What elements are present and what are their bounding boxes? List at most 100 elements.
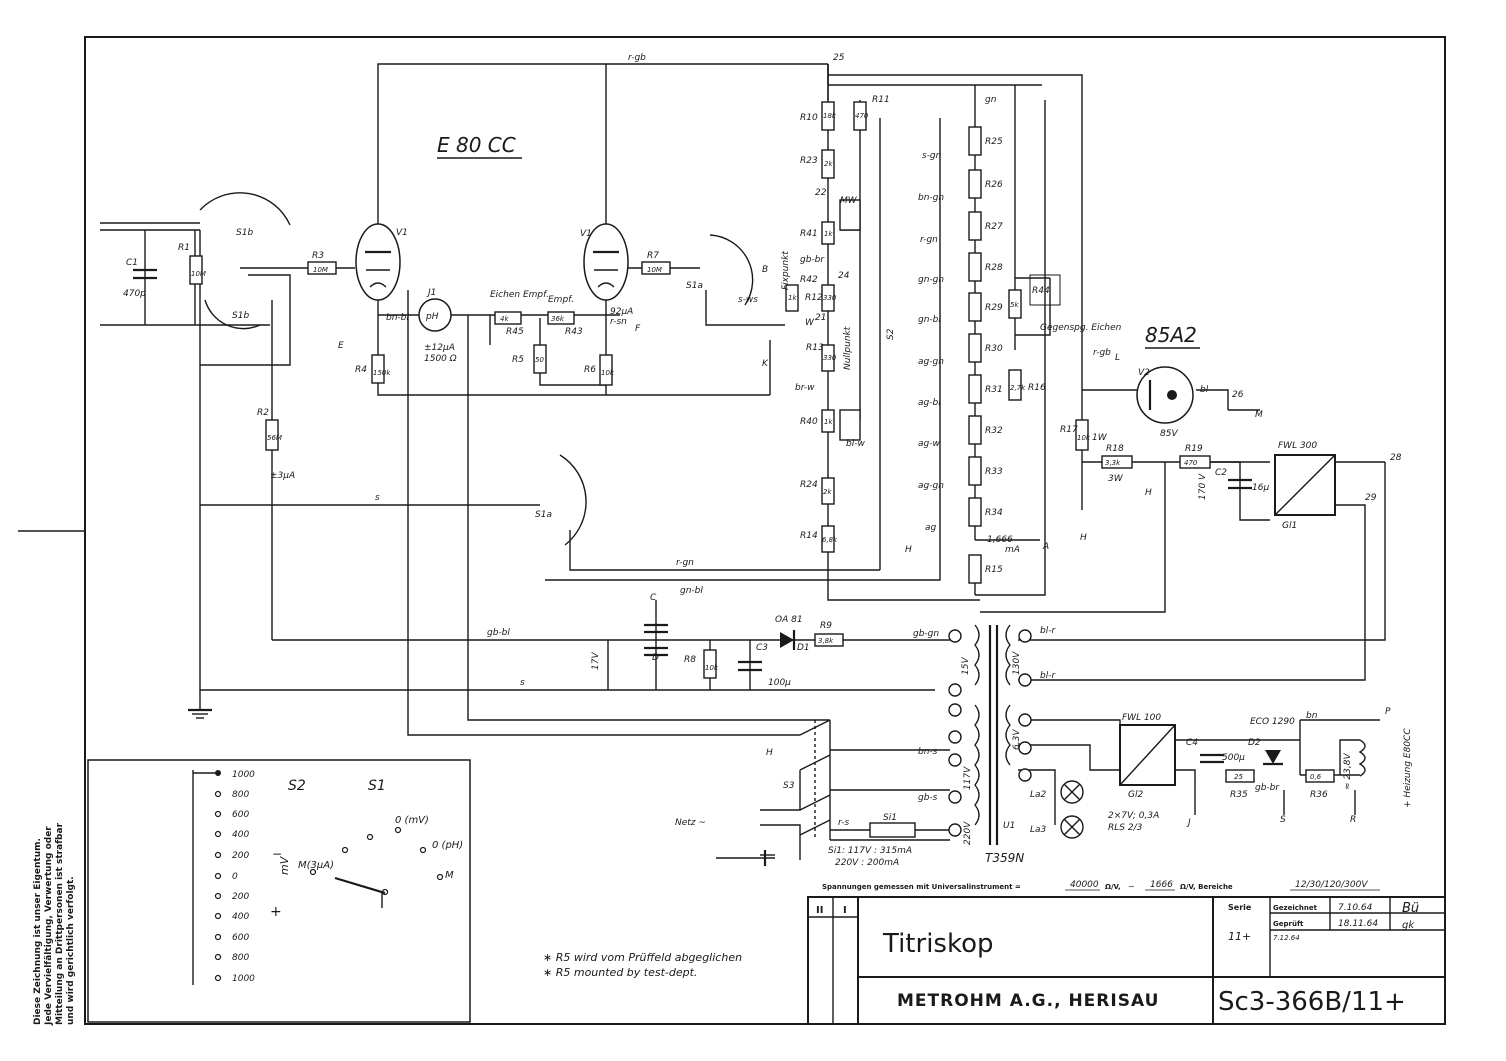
serie-value: 11+ bbox=[1228, 930, 1251, 943]
r4-label: R4 bbox=[355, 365, 367, 375]
svg-text:+: + bbox=[270, 904, 282, 920]
measurement-sep: ~ bbox=[1128, 882, 1135, 891]
bn-s-label: bn-s bbox=[918, 747, 938, 757]
terminal-w: W bbox=[805, 318, 815, 328]
r17-value: 10k bbox=[1077, 434, 1091, 442]
r18-value: 3,3k bbox=[1105, 459, 1121, 467]
r19-value: 470 bbox=[1184, 459, 1198, 467]
v2-voltage-label: 85V bbox=[1160, 429, 1178, 439]
ratio-label: 1,666 bbox=[987, 535, 1013, 545]
scale-value: 200 bbox=[232, 892, 249, 902]
s2-contact: gn-bl bbox=[918, 315, 941, 325]
terminal-c: C bbox=[650, 593, 657, 603]
br-w-label: br-w bbox=[795, 383, 815, 393]
r44-label: R44 bbox=[1032, 286, 1050, 296]
terminal-k: K bbox=[762, 359, 769, 369]
r31-label: R31 bbox=[985, 385, 1003, 395]
r40-label: R40 bbox=[800, 417, 818, 427]
r14-label: R14 bbox=[800, 531, 818, 541]
r2-value: 56M bbox=[267, 434, 282, 442]
bl-label: bl bbox=[1200, 385, 1209, 395]
c4-label: C4 bbox=[1186, 738, 1198, 748]
r13-value: 330 bbox=[823, 354, 837, 362]
r9-value: 3,8k bbox=[818, 637, 834, 645]
r35-value: 25 bbox=[1234, 773, 1243, 781]
s1a-top-label: S1a bbox=[686, 281, 703, 291]
terminal-a: A bbox=[1042, 542, 1049, 552]
serie-label: Serie bbox=[1228, 903, 1252, 912]
meter-name: J1 bbox=[426, 288, 436, 298]
r29-label: R29 bbox=[985, 303, 1003, 313]
gb-br2-label: gb-br bbox=[1255, 783, 1280, 793]
r25-label: R25 bbox=[985, 137, 1003, 147]
gezeichnet-sign: Bü bbox=[1402, 901, 1419, 916]
r18-label: R18 bbox=[1106, 444, 1124, 454]
r23-label: R23 bbox=[800, 156, 818, 166]
measurement-v2: 1666 bbox=[1150, 880, 1173, 890]
si1-note1: Si1: 117V : 315mA bbox=[828, 846, 912, 856]
r16-value: 2,7k bbox=[1010, 384, 1026, 392]
v130-label: 130V bbox=[1012, 651, 1022, 675]
s2-contact: ag-bl bbox=[918, 398, 941, 408]
s1b-bottom-label: S1b bbox=[232, 311, 249, 321]
la2-label: La2 bbox=[1030, 790, 1047, 800]
doc-number: Sc3-366B/11+ bbox=[1218, 987, 1406, 1017]
r26-label: R26 bbox=[985, 180, 1003, 190]
s2-contact: ag bbox=[925, 523, 937, 533]
r15-label: R15 bbox=[985, 565, 1003, 575]
tube-85a2-label: 85A2 bbox=[1145, 323, 1197, 347]
scale-value: 1000 bbox=[232, 974, 255, 984]
c1-value: 470p bbox=[123, 289, 146, 299]
switch-scale-panel: S2 S1 mV − + 1000 800 600 400 200 0 200 … bbox=[87, 759, 471, 1023]
r41-value: 1k bbox=[824, 230, 833, 238]
si1-label: Si1 bbox=[883, 813, 897, 823]
firm-name: METROHM A.G., HERISAU bbox=[897, 991, 1159, 1011]
terminal-f: F bbox=[635, 324, 641, 334]
node-24: 24 bbox=[838, 271, 850, 281]
scale-value: 0 bbox=[232, 872, 238, 882]
terminal-p: P bbox=[1385, 707, 1391, 717]
lamp-note2: RLS 2/3 bbox=[1108, 823, 1143, 833]
r10-label: R10 bbox=[800, 113, 818, 123]
eco-label: ECO 1290 bbox=[1250, 717, 1295, 727]
d1-oa81-label: OA 81 bbox=[775, 615, 803, 625]
v238-label: ≈ 23,8V bbox=[1343, 753, 1353, 790]
copyright-line: Diese Zeichnung ist unser Eigentum. bbox=[33, 838, 43, 1025]
r33-label: R33 bbox=[985, 467, 1003, 477]
title-block: II I Titriskop METROHM A.G., HERISAU Ser… bbox=[807, 896, 1446, 1025]
c3-label: C3 bbox=[756, 643, 768, 653]
scale-value: 600 bbox=[232, 933, 249, 943]
s1-pos-m3: M(3μA) bbox=[298, 860, 334, 871]
r17-watt: 1W bbox=[1092, 433, 1108, 443]
geprueft-label: Geprüft bbox=[1273, 920, 1304, 928]
s2-contact: ag-gn bbox=[918, 481, 944, 491]
components bbox=[133, 101, 1366, 866]
c3-value: 100μ bbox=[768, 678, 791, 688]
measurement-prefix: Spannungen gemessen mit Universalinstrum… bbox=[822, 883, 1021, 891]
s1a-bottom-label: S1a bbox=[535, 510, 552, 520]
r5-label: R5 bbox=[512, 355, 524, 365]
measurement-v1: 40000 bbox=[1070, 880, 1099, 890]
r1-label: R1 bbox=[178, 243, 190, 253]
r19-label: R19 bbox=[1185, 444, 1203, 454]
terminal-r: R bbox=[1350, 815, 1356, 825]
fwl300-label: FWL 300 bbox=[1278, 441, 1317, 451]
s2-contacts: s-gn bn-gn r-gn gn-gn gn-bl ag-gn ag-bl … bbox=[918, 151, 944, 533]
v220-label: 220V bbox=[963, 821, 973, 845]
s2-contact: r-gn bbox=[920, 235, 938, 245]
eichen-empf-label: Eichen Empf. bbox=[490, 290, 549, 300]
heizung-label: + Heizung E80CC bbox=[1403, 728, 1413, 808]
r17-label: R17 bbox=[1060, 425, 1078, 435]
r-gb-label: r-gb bbox=[1093, 348, 1111, 358]
r13-label: R13 bbox=[806, 343, 824, 353]
r32-label: R32 bbox=[985, 426, 1003, 436]
gezeichnet-date: 7.10.64 bbox=[1338, 903, 1373, 913]
mu3-label: ±3μA bbox=[270, 471, 295, 481]
test-note-de: ∗ R5 wird vom Prüffeld abgeglichen bbox=[543, 951, 742, 964]
hv-label: 170 V bbox=[1198, 473, 1208, 500]
gl1-label: Gl1 bbox=[1282, 521, 1297, 531]
s2-contact: ag-gn bbox=[918, 357, 944, 367]
terminal-s: S bbox=[1280, 815, 1286, 825]
c2-label: C2 bbox=[1215, 468, 1227, 478]
